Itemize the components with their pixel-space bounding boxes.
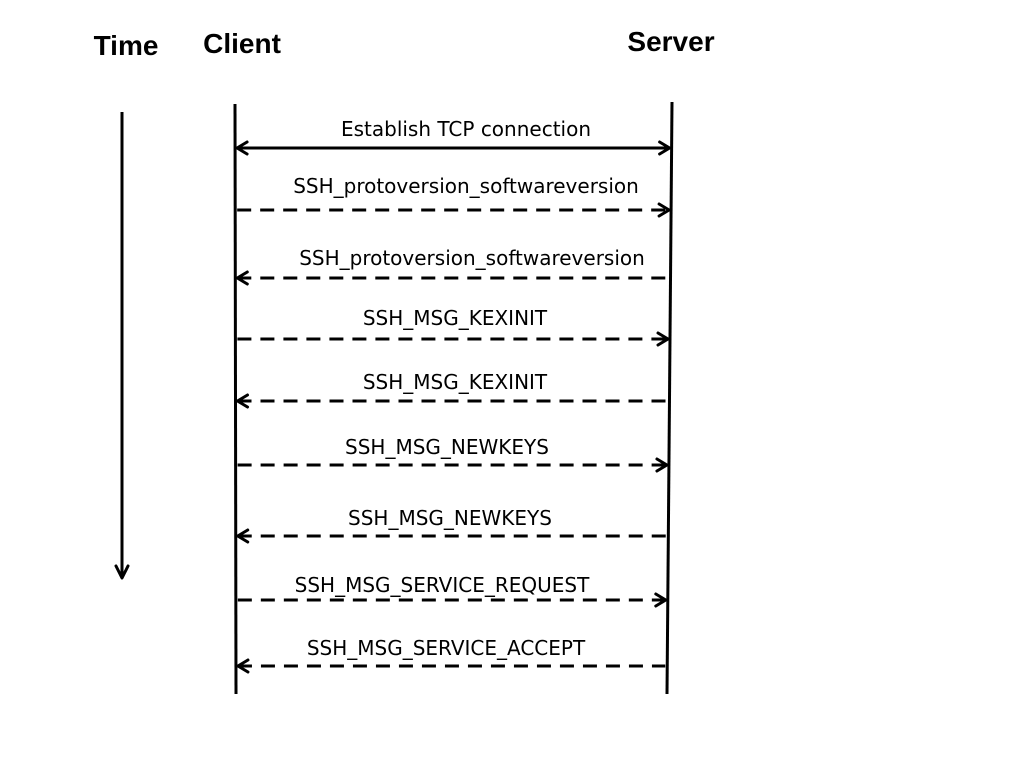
message-label: SSH_MSG_NEWKEYS bbox=[348, 506, 552, 530]
arrowhead bbox=[236, 658, 250, 674]
arrowhead bbox=[657, 202, 671, 218]
message-label: SSH_MSG_NEWKEYS bbox=[345, 435, 549, 459]
arrowhead bbox=[236, 528, 250, 544]
arrowhead bbox=[235, 140, 249, 156]
message-arrow: SSH_protoversion_softwareversion bbox=[235, 246, 669, 286]
message-arrow: SSH_MSG_NEWKEYS bbox=[237, 435, 669, 473]
message-label: Establish TCP connection bbox=[341, 117, 591, 141]
arrowhead bbox=[655, 457, 669, 473]
time-axis-arrow bbox=[114, 112, 130, 580]
message-arrow: SSH_MSG_KEXINIT bbox=[237, 306, 670, 347]
message-label: SSH_MSG_SERVICE_ACCEPT bbox=[307, 636, 586, 660]
arrowhead bbox=[654, 592, 668, 608]
time-header: Time bbox=[94, 30, 159, 61]
server-header: Server bbox=[627, 26, 714, 57]
client-header: Client bbox=[203, 28, 281, 59]
message-arrow: SSH_MSG_NEWKEYS bbox=[236, 506, 667, 544]
message-arrow: Establish TCP connection bbox=[235, 117, 672, 156]
message-arrow: SSH_MSG_KEXINIT bbox=[236, 370, 668, 409]
arrowhead bbox=[236, 393, 250, 409]
arrowhead bbox=[658, 140, 672, 156]
message-label: SSH_MSG_KEXINIT bbox=[363, 306, 548, 330]
message-label: SSH_protoversion_softwareversion bbox=[293, 174, 639, 198]
server-lifeline bbox=[665, 101, 674, 695]
message-arrow: SSH_MSG_SERVICE_REQUEST bbox=[237, 573, 668, 608]
message-label: SSH_MSG_SERVICE_REQUEST bbox=[295, 573, 590, 597]
arrowhead bbox=[656, 331, 670, 347]
message-label: SSH_protoversion_softwareversion bbox=[299, 246, 645, 270]
message-label: SSH_MSG_KEXINIT bbox=[363, 370, 548, 394]
message-arrow: SSH_protoversion_softwareversion bbox=[237, 174, 671, 218]
client-lifeline bbox=[233, 103, 238, 695]
arrowhead bbox=[235, 270, 249, 286]
message-arrow: SSH_MSG_SERVICE_ACCEPT bbox=[236, 636, 666, 674]
